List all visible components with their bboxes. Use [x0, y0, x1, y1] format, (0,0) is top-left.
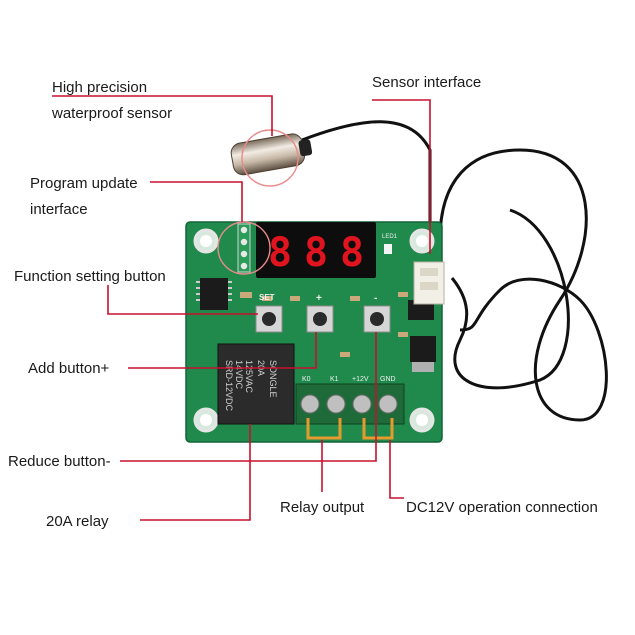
- label-sensor-line1: High precision: [52, 79, 147, 96]
- button-reduce[interactable]: [363, 305, 391, 333]
- label-sensor-line2: waterproof sensor: [51, 105, 172, 122]
- relay-output-bracket: [306, 418, 342, 440]
- leader-lines: [52, 95, 431, 521]
- set-silkscreen: SET: [259, 293, 275, 302]
- button-add[interactable]: [306, 305, 334, 333]
- terminal-block: K0 K1 +12V GND: [295, 376, 405, 425]
- relay-text-1: SONGLE: [268, 360, 278, 398]
- label-sensor-interface: Sensor interface: [372, 74, 481, 91]
- label-relay-output: Relay output: [280, 499, 365, 516]
- label-add-button: Add button+: [28, 360, 110, 377]
- relay-text-4: 14VDC: [234, 360, 244, 390]
- program-update-pads: [237, 223, 251, 273]
- label-program-update-line2: interface: [30, 201, 88, 218]
- label-function-button: Function setting button: [14, 268, 166, 285]
- plus-silkscreen: +: [316, 293, 322, 304]
- relay-text-5: SRD-12VDC: [224, 360, 234, 412]
- relay-text-3: 125VAC: [244, 360, 254, 393]
- button-set[interactable]: [255, 305, 283, 333]
- sensor-connector: [413, 261, 445, 305]
- relay: SONGLE 20A 125VAC 14VDC SRD-12VDC: [217, 343, 295, 425]
- terminal-12v: +12V: [352, 376, 369, 383]
- program-pads-highlight-circle: [217, 221, 271, 275]
- label-relay: 20A relay: [46, 513, 109, 530]
- label-reduce-button: Reduce button-: [8, 453, 111, 470]
- led-silkscreen: LED1: [382, 234, 398, 240]
- terminal-k0: K0: [302, 376, 311, 383]
- display-digit-3: 8: [340, 230, 364, 276]
- terminal-k1: K1: [330, 376, 339, 383]
- label-program-update-line1: Program update: [30, 175, 138, 192]
- label-dc-connection: DC12V operation connection: [406, 499, 598, 516]
- seven-segment-display: 8 8 8: [256, 222, 376, 278]
- display-digit-2: 8: [304, 230, 328, 276]
- terminal-gnd: GND: [380, 376, 396, 383]
- sensor-highlight-circle: [241, 129, 299, 187]
- sensor-cable: [301, 120, 608, 422]
- dc-power-bracket: [362, 418, 394, 440]
- display-digit-1: 8: [268, 230, 292, 276]
- pcb-board: 8 8 8 LED1 SET: [185, 221, 445, 443]
- labels: High precision waterproof sensor Sensor …: [8, 74, 598, 530]
- waterproof-sensor: [230, 133, 313, 176]
- minus-silkscreen: -: [374, 293, 377, 304]
